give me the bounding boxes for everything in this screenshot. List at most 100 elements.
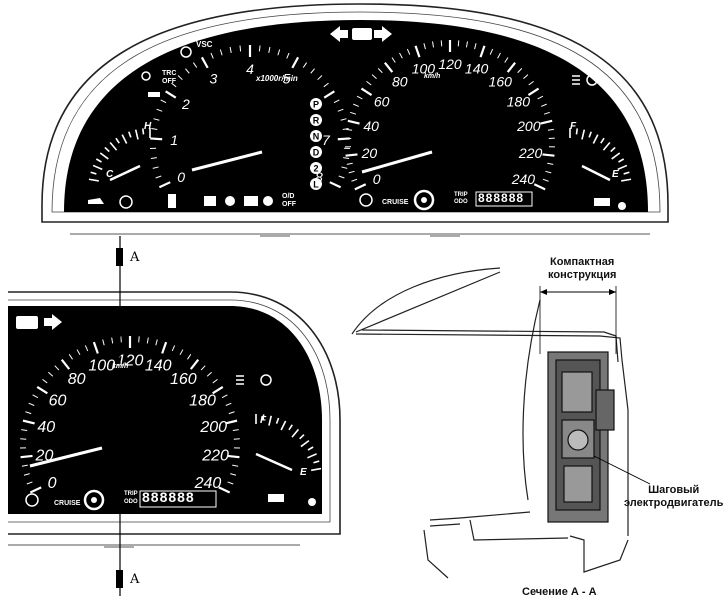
detail-speed-tick <box>102 339 105 346</box>
tach-tick <box>160 99 167 104</box>
odometer-digits: 888888 <box>478 191 525 205</box>
speed-tick <box>350 111 357 115</box>
detail-speed-tick-label: 80 <box>68 371 86 388</box>
speed-tick <box>345 153 358 157</box>
gear-indicator-bg <box>310 130 322 142</box>
cruise-label: CRUISE <box>382 199 409 206</box>
detail-speed-tick <box>48 371 54 377</box>
tach-tick <box>185 68 190 74</box>
temp-tick <box>109 141 118 151</box>
cruise-indicator-icon <box>413 189 435 211</box>
detail-speed-tick <box>28 402 35 406</box>
speed-tick <box>399 52 403 59</box>
speed-tick-label: 60 <box>374 93 390 109</box>
tach-tick <box>155 175 162 179</box>
speedometer-needle <box>361 150 433 174</box>
speed-tick <box>506 61 516 73</box>
trc-off-label: TRC OFF <box>162 70 177 85</box>
speed-tick-label: 140 <box>465 60 489 76</box>
detail-speed-tick-label: 60 <box>49 392 67 409</box>
detail-speed-tick <box>21 464 28 467</box>
tach-tick <box>158 181 171 189</box>
fuel-tick <box>602 141 611 151</box>
detail-speed-tick <box>232 464 239 467</box>
detail-speed-tick-label: 200 <box>199 419 227 436</box>
gear-indicator-bg <box>310 114 322 126</box>
detail-speed-tick <box>187 354 192 360</box>
detail-headlight-icon <box>16 316 38 329</box>
oil-pressure-icon <box>88 198 104 204</box>
trc-indicator-icon <box>141 71 151 81</box>
tach-tick <box>286 52 290 59</box>
detail-fog-rear-icon <box>260 374 272 386</box>
speed-tick <box>465 41 468 48</box>
detail-right-arrow-icon <box>44 314 62 330</box>
speed-tick <box>346 162 353 165</box>
speed-tick <box>542 153 555 157</box>
speed-tick <box>457 40 460 47</box>
odometer-lcd <box>475 191 533 207</box>
check-engine-icon <box>594 198 610 206</box>
tach-tick <box>343 157 350 159</box>
detail-speed-tick <box>76 349 81 356</box>
temp-hot-label: H <box>144 121 152 132</box>
speed-tick <box>543 111 550 115</box>
detail-odometer-digits: 888888 <box>142 489 195 505</box>
detail-odometer-lcd <box>139 490 217 508</box>
speed-tick-label: 100 <box>412 60 436 76</box>
tach-tick-label: 8 <box>315 169 323 185</box>
detail-fuel-tick <box>307 453 317 459</box>
detail-speed-tick <box>22 419 35 425</box>
speed-tick <box>527 87 540 96</box>
detail-speed-tick-label: 180 <box>189 392 216 409</box>
speed-tick-label: 80 <box>392 73 408 89</box>
fuel-tick <box>623 171 630 175</box>
detail-speed-tick-label: 160 <box>170 371 197 388</box>
fuel-tick <box>611 152 621 160</box>
temp-tick <box>121 134 128 144</box>
detail-fuel-tick <box>311 467 322 472</box>
detail-speed-tick <box>232 429 239 432</box>
fuel-tick <box>575 128 578 135</box>
detail-speed-tick-label: 100 <box>88 357 115 374</box>
detail-speed-tick <box>36 385 48 395</box>
temp-needle <box>109 164 141 182</box>
fuel-tick <box>617 164 628 171</box>
detail-speed-tick <box>206 371 212 377</box>
speed-tick <box>542 178 549 182</box>
tach-tick-label: 1 <box>170 132 178 148</box>
detail-speed-tick <box>138 336 140 343</box>
seatbelt-icon <box>263 196 273 206</box>
tach-tick <box>229 46 232 53</box>
detail-fuel-tick <box>307 446 314 451</box>
detail-fuel-tick <box>291 428 300 438</box>
tach-tick <box>277 49 281 56</box>
gear-indicator-bg <box>310 162 322 174</box>
tach-tick <box>317 75 323 81</box>
tachometer-dial: 012345678 <box>150 45 350 189</box>
temp-tick <box>115 137 120 144</box>
speed-unit-label: km/h <box>424 73 441 80</box>
tach-tick <box>302 62 308 68</box>
detail-fuel-needle <box>255 452 293 472</box>
od-off-label: O/D OFF <box>282 193 296 208</box>
tach-tick <box>338 175 345 179</box>
low-fuel-dot <box>618 202 626 210</box>
detail-speed-tick-label: 240 <box>194 475 222 492</box>
speed-tick-label: 40 <box>363 118 379 134</box>
detail-speed-tick <box>227 481 234 485</box>
detail-speed-tick <box>54 365 60 371</box>
tach-tick <box>323 82 329 88</box>
compact-design-label: Компактная конструкция <box>548 256 617 281</box>
speed-tick <box>360 87 373 96</box>
detail-speed-tick <box>29 486 42 494</box>
detail-speed-tick <box>171 345 176 352</box>
detail-fuel-tick <box>275 417 280 424</box>
detail-speed-tick <box>189 359 200 370</box>
speed-tick <box>540 119 553 125</box>
tach-tick <box>291 56 300 69</box>
fuel-full-label: F <box>570 121 577 132</box>
headlight-icon <box>352 28 372 40</box>
detail-fuel-empty-label: E <box>300 467 307 478</box>
